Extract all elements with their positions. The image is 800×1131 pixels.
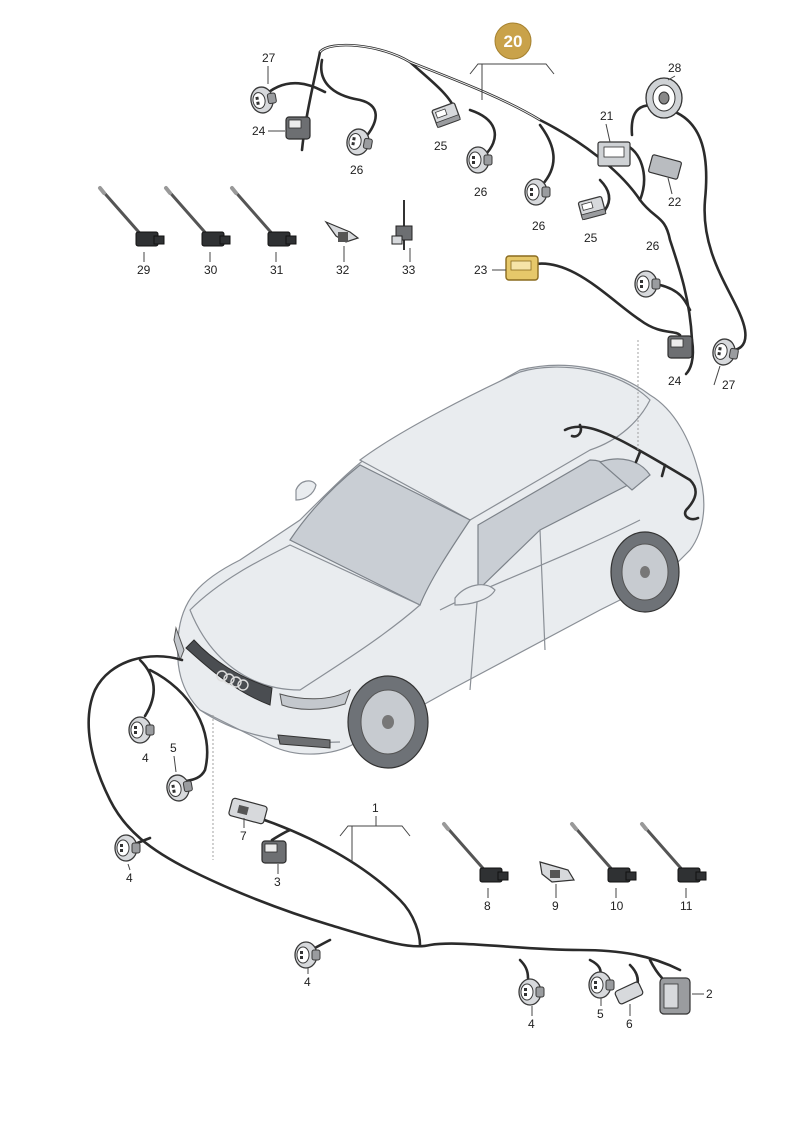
connector-4-front-right[interactable] [518,978,545,1006]
connector-7[interactable] [228,797,268,825]
audi-rings-icon [216,670,249,691]
connector-26-right[interactable] [634,270,661,298]
label-26-right: 26 [532,219,546,233]
connector-25-top[interactable] [430,101,462,129]
bracket-32[interactable] [324,220,360,243]
label-4-right: 4 [528,1017,535,1031]
label-32: 32 [336,263,350,277]
upper-labels: 27 24 26 25 26 26 28 21 22 25 23 26 24 2… [137,51,736,392]
connector-22[interactable] [648,154,682,180]
sensor-31[interactable] [230,186,298,248]
connector-6[interactable] [614,981,644,1005]
label-6: 6 [626,1017,633,1031]
lower-labels: 1 4 5 4 7 3 4 4 5 6 2 8 9 10 11 [126,741,713,1031]
label-5-right: 5 [597,1007,604,1021]
label-33: 33 [402,263,416,277]
label-24-right: 24 [668,374,682,388]
bracket-9[interactable] [539,861,576,883]
rear-wheel [610,531,680,613]
label-7: 7 [240,829,247,843]
label-27-right: 27 [722,378,736,392]
connector-21[interactable] [597,141,631,167]
connector-24-right[interactable] [667,335,693,359]
connector-23-highlighted[interactable] [505,255,539,281]
label-21: 21 [600,109,614,123]
label-26-top-left: 26 [350,163,364,177]
label-30: 30 [204,263,218,277]
connector-24-top[interactable] [285,116,311,140]
connector-26-top-right[interactable] [524,178,551,206]
connector-2[interactable] [659,977,691,1015]
sensor-8[interactable] [442,822,510,884]
label-3: 3 [274,875,281,889]
connector-3[interactable] [261,840,287,864]
connector-28[interactable] [645,77,683,119]
connector-27-right[interactable] [710,336,741,368]
label-4-left: 4 [126,871,133,885]
label-4-center: 4 [304,975,311,989]
label-26-mid: 26 [474,185,488,199]
label-25-right: 25 [584,231,598,245]
connector-25-right[interactable] [577,195,607,221]
front-wheel [347,675,429,769]
label-4-upper: 4 [142,751,149,765]
connector-5-front-upper[interactable] [164,772,195,804]
label-9: 9 [552,899,559,913]
label-26-lower-right: 26 [646,239,660,253]
clip-33[interactable] [391,200,413,250]
label-29: 29 [137,263,151,277]
callout-20-text: 20 [504,32,523,51]
label-11: 11 [680,899,693,913]
connector-4-front-left[interactable] [114,834,141,862]
label-25-top: 25 [434,139,448,153]
label-5-upper: 5 [170,741,177,755]
sensor-30[interactable] [164,186,232,248]
label-22: 22 [668,195,682,209]
label-27-top: 27 [262,51,276,65]
connector-5-front-right[interactable] [588,971,615,999]
label-1: 1 [372,801,379,815]
sensor-10[interactable] [570,822,638,884]
label-10: 10 [610,899,624,913]
sensor-11[interactable] [640,822,708,884]
label-8: 8 [484,899,491,913]
suv-outline-icon [173,364,705,769]
sensor-29[interactable] [98,186,166,248]
label-2: 2 [706,987,713,1001]
label-31: 31 [270,263,284,277]
callout-badge-20[interactable]: 20 [494,22,532,60]
label-24-top: 24 [252,124,266,138]
connector-4-front-upper[interactable] [128,716,155,744]
label-28: 28 [668,61,682,75]
label-23: 23 [474,263,488,277]
